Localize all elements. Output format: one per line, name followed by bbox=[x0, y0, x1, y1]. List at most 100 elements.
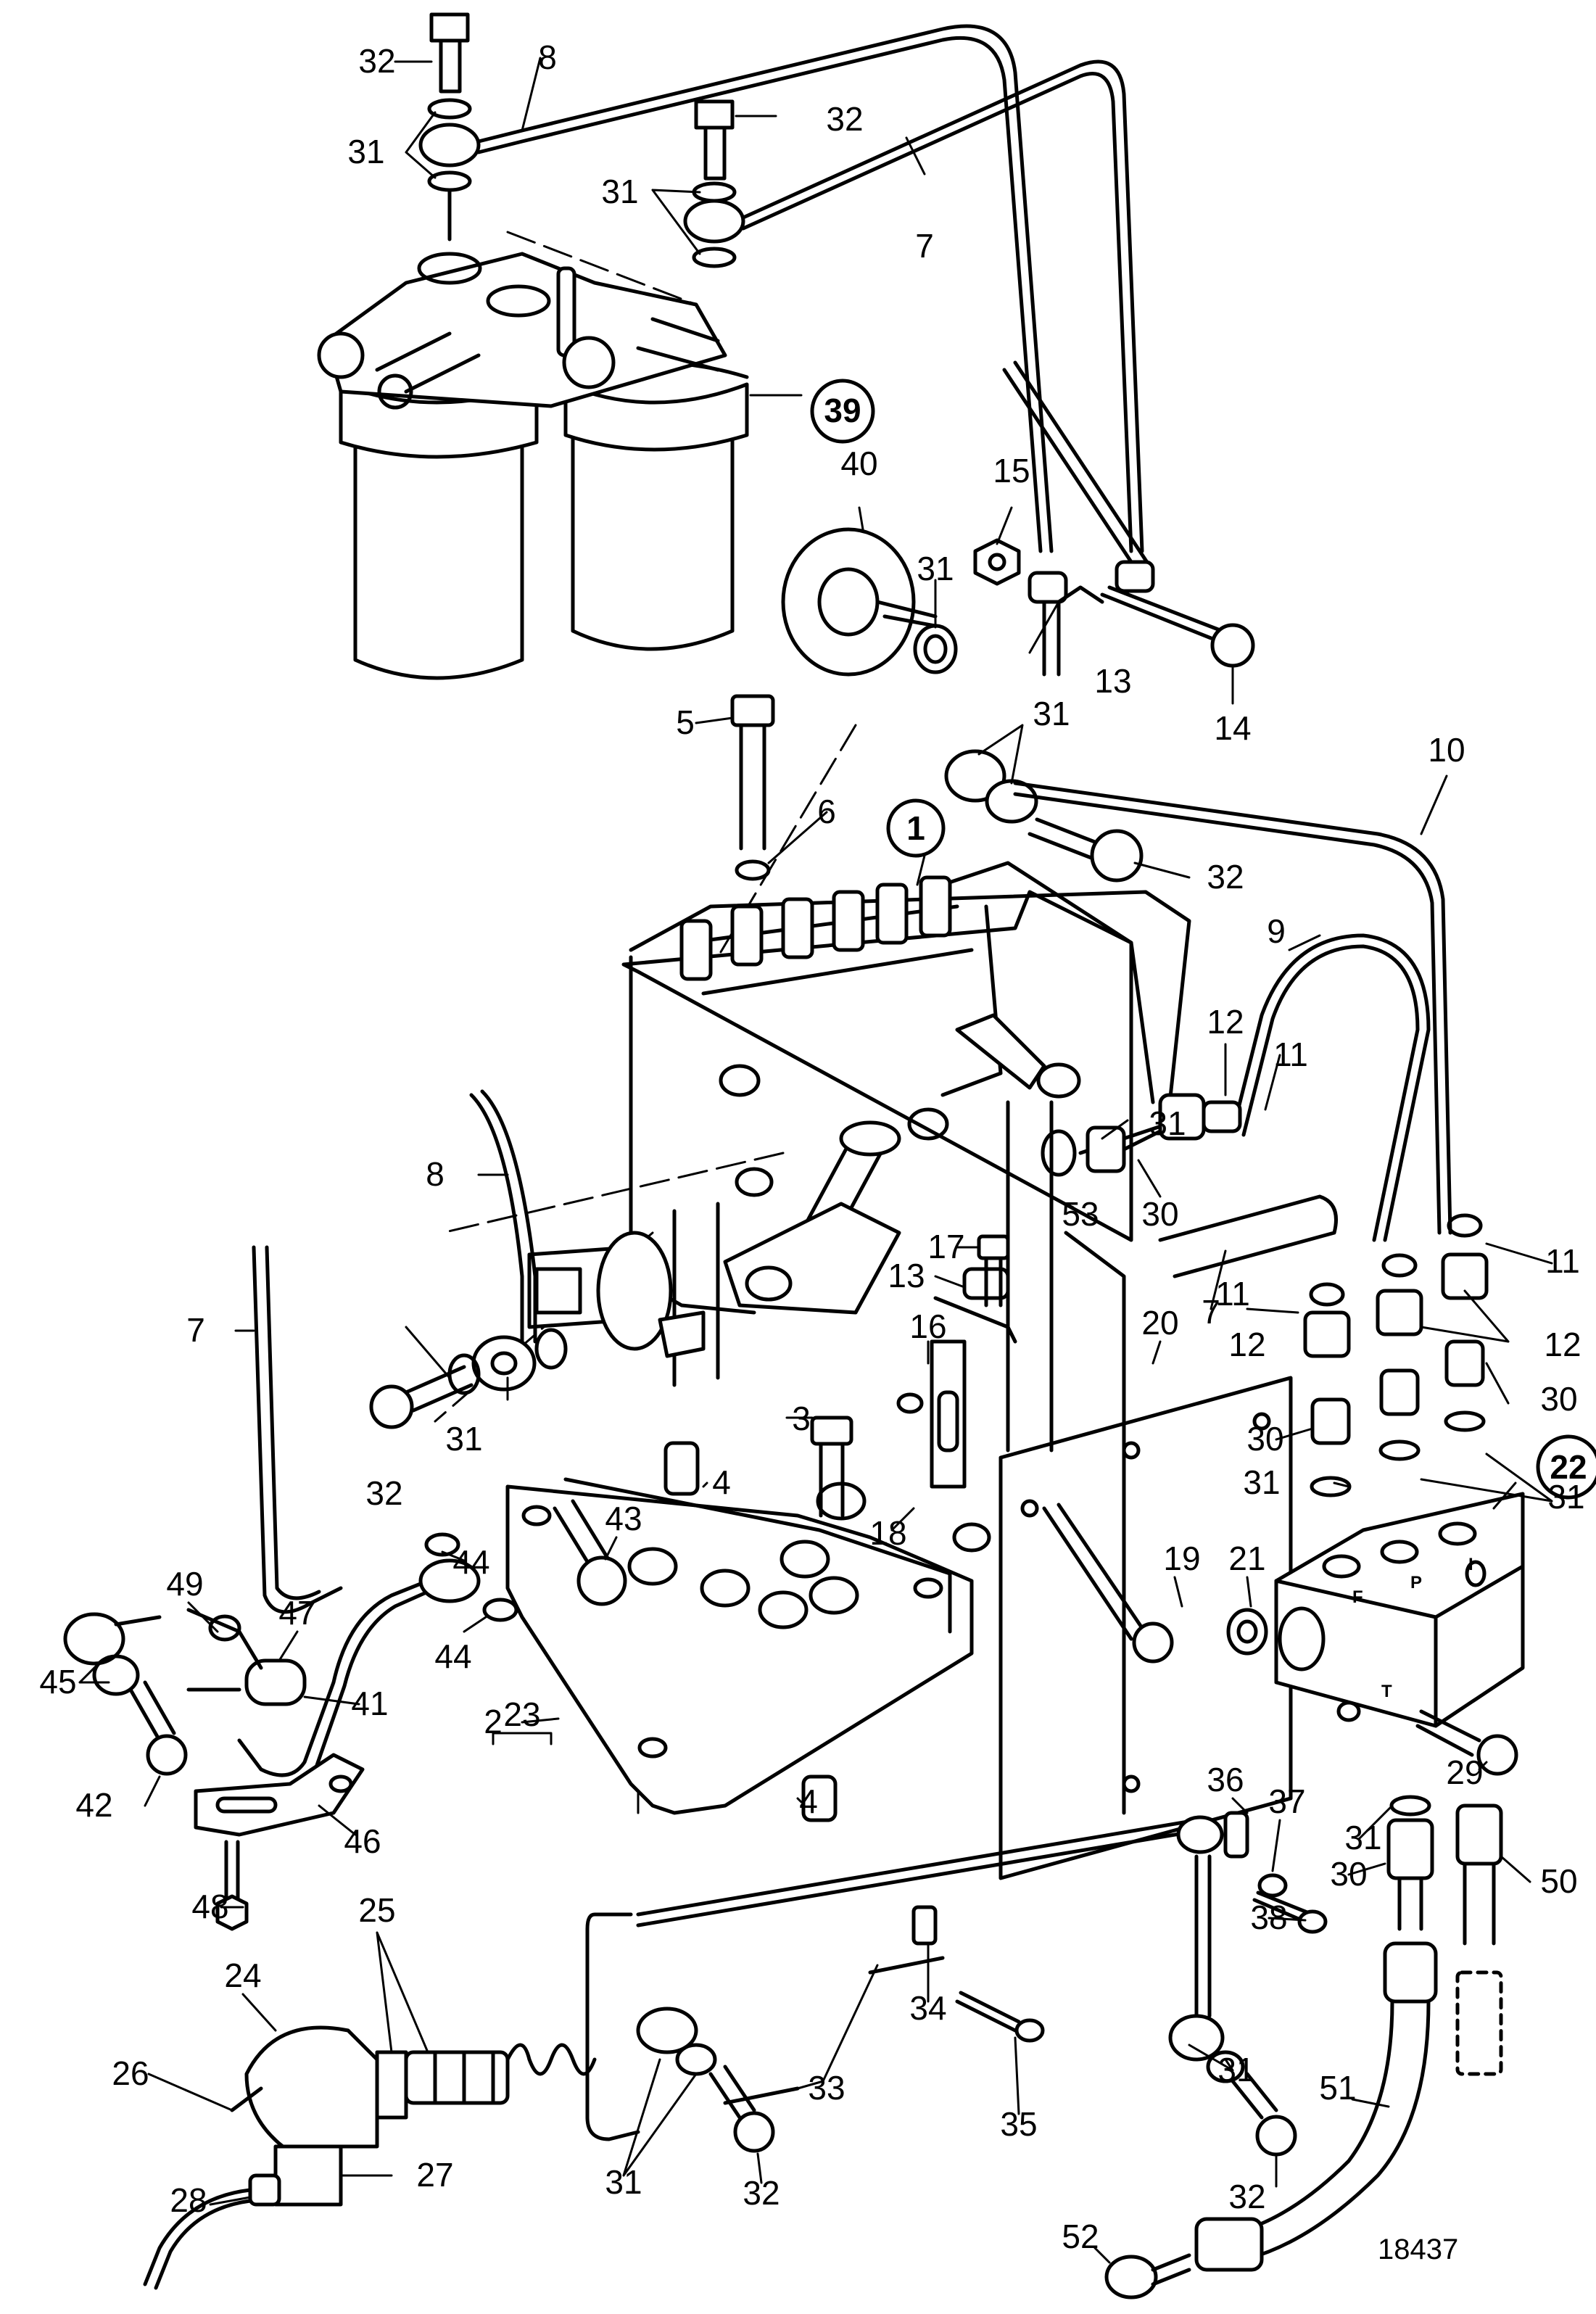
fuel-pipe-7 bbox=[741, 59, 1151, 575]
banjo-bolt-32-left bbox=[369, 1328, 568, 1429]
callout-20: 20 bbox=[1141, 1304, 1178, 1342]
fuel-pipe-7-left bbox=[252, 1245, 343, 1614]
drive-shaft bbox=[527, 1231, 673, 1351]
callout-31: 31 bbox=[347, 133, 384, 170]
callout-9: 9 bbox=[1267, 912, 1286, 950]
callout-30: 30 bbox=[1330, 1855, 1367, 1893]
callout-27: 27 bbox=[416, 2156, 453, 2194]
hose-51 bbox=[1194, 1941, 1438, 2272]
bolt-35 bbox=[955, 1991, 1045, 2043]
bolt-38 bbox=[1252, 1891, 1328, 1934]
solenoid-valve-24 bbox=[230, 2025, 408, 2149]
callout-44: 44 bbox=[434, 1637, 471, 1675]
figure-number: 18437 bbox=[1378, 2234, 1458, 2265]
callout-49: 49 bbox=[166, 1565, 203, 1603]
union-fittings-right bbox=[1303, 1213, 1489, 1497]
callout-31: 31 bbox=[1243, 1463, 1280, 1501]
callout-48: 48 bbox=[191, 1888, 228, 1925]
callout-31: 31 bbox=[1149, 1104, 1186, 1142]
callout-46: 46 bbox=[344, 1822, 381, 1860]
callout-13: 13 bbox=[888, 1257, 925, 1294]
nut-15 bbox=[973, 538, 1021, 586]
banjo-31-33-left bbox=[636, 2007, 775, 2153]
callout-47: 47 bbox=[278, 1594, 315, 1632]
callout-26: 26 bbox=[112, 2054, 149, 2092]
callout-40: 40 bbox=[840, 445, 877, 482]
bolt-18 bbox=[896, 1392, 991, 1553]
valve-body-25 bbox=[404, 2050, 510, 2105]
callout-29: 29 bbox=[1446, 1753, 1483, 1791]
callout-8: 8 bbox=[426, 1155, 445, 1193]
callout-5: 5 bbox=[676, 703, 695, 741]
banjo-45 bbox=[63, 1612, 162, 1696]
hand-primer-pump bbox=[723, 1120, 901, 1315]
fuel-pipe-8 bbox=[476, 24, 1054, 553]
callout-24: 24 bbox=[224, 1956, 261, 1994]
callout-52: 52 bbox=[1062, 2218, 1099, 2255]
callout-38: 38 bbox=[1250, 1898, 1287, 1936]
banjo-bolt-32-top-left bbox=[418, 12, 481, 241]
bolt-3 bbox=[810, 1416, 853, 1518]
callout-30: 30 bbox=[1540, 1380, 1577, 1418]
callout-8: 8 bbox=[538, 38, 557, 76]
fittings-11-12-30-left bbox=[1041, 1093, 1242, 1177]
callout-31: 31 bbox=[601, 173, 638, 210]
banjo-bolt-42 bbox=[128, 1680, 188, 1776]
banjo-31-lower-right bbox=[1168, 2014, 1297, 2157]
callout-30: 30 bbox=[1141, 1195, 1178, 1233]
callout-28: 28 bbox=[170, 2181, 207, 2219]
callout-31: 31 bbox=[1344, 1819, 1381, 1856]
callout-31: 31 bbox=[445, 1420, 482, 1458]
callout-51: 51 bbox=[1319, 2069, 1356, 2107]
callout-32: 32 bbox=[365, 1474, 402, 1512]
port-letter: T bbox=[1381, 1682, 1392, 1701]
fuel-pipe-41 bbox=[237, 1532, 518, 1777]
connector-27 bbox=[248, 2144, 343, 2207]
callout-32: 32 bbox=[1228, 2178, 1265, 2215]
callout-41: 41 bbox=[351, 1685, 388, 1722]
callout-31: 31 bbox=[1033, 695, 1070, 732]
plug-52 bbox=[1104, 2253, 1191, 2299]
callout-34: 34 bbox=[909, 1989, 946, 2027]
callout-6: 6 bbox=[817, 793, 836, 830]
bolt-19 bbox=[1042, 1503, 1174, 1664]
callout-36: 36 bbox=[1207, 1761, 1244, 1798]
washer-21 bbox=[1226, 1608, 1268, 1656]
washer-31-damper bbox=[913, 624, 958, 674]
callout-23: 23 bbox=[503, 1695, 540, 1733]
callout-33: 33 bbox=[808, 2069, 845, 2107]
washer-6 bbox=[735, 859, 771, 881]
bolt-5 bbox=[730, 694, 775, 851]
callout-31: 31 bbox=[1217, 2051, 1254, 2088]
spring-23 bbox=[505, 2043, 597, 2076]
fuel-pipe-9 bbox=[1231, 933, 1431, 1242]
banjo-31-36 bbox=[1176, 1811, 1288, 2018]
delivery-valves bbox=[679, 875, 952, 981]
callout-32: 32 bbox=[743, 2174, 780, 2212]
callout-44: 44 bbox=[452, 1543, 489, 1581]
circled-callout-rings bbox=[810, 379, 1596, 1500]
injection-pump bbox=[621, 861, 1191, 1315]
banjo-fitting-31-pump-top bbox=[944, 749, 1144, 883]
callout-25: 25 bbox=[358, 1891, 395, 1929]
damper-40 bbox=[781, 527, 945, 677]
fuel-filter-assembly bbox=[317, 252, 749, 680]
callout-7: 7 bbox=[915, 227, 934, 265]
callout-31: 31 bbox=[1547, 1478, 1584, 1516]
port-letter: P bbox=[1410, 1573, 1422, 1592]
return-pipe-33 bbox=[585, 1818, 1199, 2141]
callout-11: 11 bbox=[1215, 1275, 1250, 1313]
spacer-4-upper bbox=[663, 1441, 700, 1496]
fitting-47 bbox=[186, 1658, 307, 1706]
bolt-48 bbox=[215, 1840, 249, 1931]
callout-42: 42 bbox=[75, 1786, 112, 1824]
callout-43: 43 bbox=[605, 1500, 642, 1537]
fuel-pipe-7-lower-stub bbox=[1158, 1194, 1338, 1278]
callout-35: 35 bbox=[1000, 2105, 1037, 2143]
callout-7: 7 bbox=[186, 1311, 205, 1349]
callout-32: 32 bbox=[1207, 858, 1244, 896]
callout-31: 31 bbox=[917, 550, 954, 587]
